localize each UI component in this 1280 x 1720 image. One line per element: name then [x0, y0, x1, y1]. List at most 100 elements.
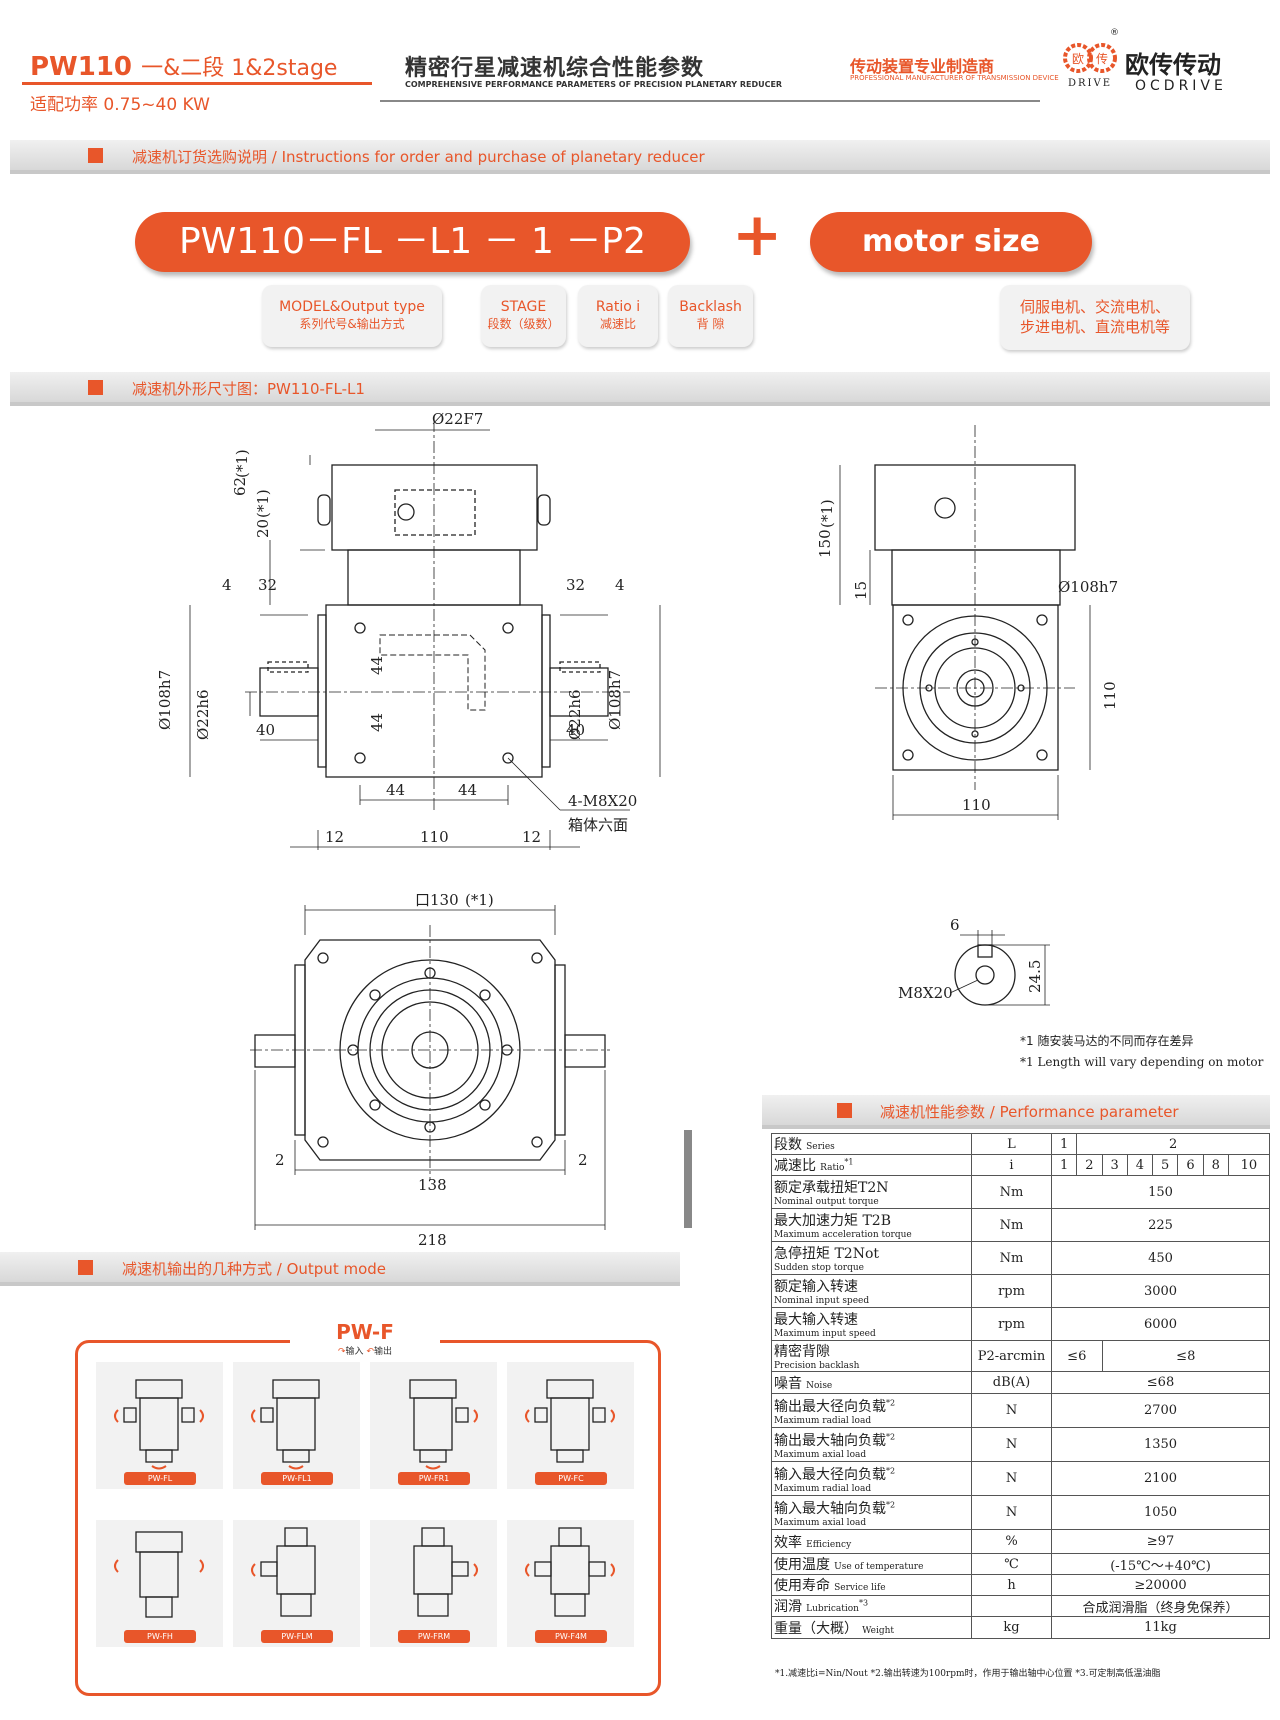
table-row: 效率 Efficiency%≥97 [771, 1529, 1270, 1554]
dim-44-bottom: 44 [368, 713, 386, 732]
mode-card-fl1: PW-FL1 [233, 1362, 360, 1489]
dim-sq130-note: (*1) [465, 891, 494, 909]
dim-15: 15 [852, 581, 870, 600]
dim-bolts: 4-M8X20 [568, 792, 637, 810]
dim-44-left: 44 [386, 781, 405, 799]
input-arrow-icon: ↷ [338, 1347, 346, 1357]
motor-types: 伺服电机、交流电机、步进电机、直流电机等 [1000, 285, 1190, 350]
header-divider [380, 100, 1040, 102]
page-title: 精密行星减速机综合性能参数 [405, 56, 705, 81]
dim-32-right: 32 [566, 576, 585, 594]
dim-12-left: 12 [325, 828, 344, 846]
mode-label: PW-F4M [535, 1630, 607, 1643]
registered-mark: ® [1110, 28, 1119, 38]
mode-label: PW-FLM [261, 1630, 333, 1643]
section-marker-icon [88, 380, 103, 395]
mode-card-fl: PW-FL [96, 1362, 223, 1489]
slogan-en: PROFESSIONAL MANUFACTURER OF TRANSMISSIO… [850, 74, 1059, 82]
plus-icon: + [732, 200, 783, 270]
top-view-drawing: 口130 (*1) 2 2 138 218 [250, 891, 610, 1249]
mode-card-fr1: PW-FR1 [370, 1362, 497, 1489]
dim-sq130: 口130 [415, 891, 459, 909]
dim-20: 20 [254, 519, 272, 538]
section-marker-icon [837, 1103, 852, 1118]
dim-218: 218 [418, 1231, 447, 1249]
section-title-dims: 减速机外形尺寸图：PW110-FL-L1 [132, 380, 365, 398]
output-mode-title: PW-F [336, 1320, 394, 1344]
mode-label: PW-FR1 [398, 1472, 470, 1485]
model-title: PW110 一&二段 1&2stage [30, 52, 338, 82]
dim-110-side-h: 110 [962, 796, 991, 814]
dim-12-right: 12 [522, 828, 541, 846]
model-subtitle: 一&二段 1&2stage [141, 56, 338, 81]
gearbox-fl1-icon [251, 1379, 320, 1470]
dim-32-left: 32 [258, 576, 277, 594]
dim-d108-left: Ø108h7 [156, 670, 174, 730]
dim-4-right: 4 [615, 576, 625, 594]
dim-110-front: 110 [420, 828, 449, 846]
mode-card-fc: PW-FC [507, 1362, 634, 1489]
table-footnote: *1.减速比i=Nin/Nout *2.输出转速为100rpm时，作用于输出轴中… [775, 1669, 1161, 1679]
mode-label: PW-FL1 [261, 1472, 333, 1485]
front-view-drawing: Ø22F7 62 (*1) 20 (*1) Ø108h7 Ø108h7 Ø22h… [156, 410, 661, 850]
section-bar-perf: 减速机性能参数 / Performance parameter [762, 1095, 1270, 1129]
output-arrow-icon: ↶ [366, 1347, 374, 1357]
dim-d22f7: Ø22F7 [432, 410, 483, 428]
gearbox-fc-icon [525, 1379, 615, 1463]
mode-card-f4m: PW-F4M [507, 1520, 634, 1647]
section-marker-icon [88, 148, 103, 163]
gearbox-frm-icon [413, 1527, 478, 1617]
mode-label: PW-FRM [398, 1630, 470, 1643]
section-title-output: 减速机输出的几种方式 / Output mode [122, 1260, 387, 1278]
dim-d22-right: Ø22h6 [566, 689, 584, 740]
dim-44-top: 44 [368, 656, 386, 675]
mode-label: PW-FC [535, 1472, 607, 1485]
dim-d108-side: Ø108h7 [1058, 578, 1118, 596]
gearbox-f4m-icon [525, 1527, 615, 1617]
note-cn: *1 随安装马达的不同而存在差异 [1020, 1034, 1194, 1048]
dim-4-left: 4 [222, 576, 232, 594]
mode-card-frm: PW-FRM [370, 1520, 497, 1647]
dim-138: 138 [418, 1176, 447, 1194]
dim-key-6: 6 [950, 916, 960, 934]
dim-key-m8: M8X20 [898, 984, 953, 1002]
side-view-drawing: 150 (*1) 15 Ø108h7 110 110 [816, 425, 1119, 820]
dim-key-245: 24.5 [1026, 960, 1044, 993]
dim-110-side-v: 110 [1101, 681, 1119, 710]
note-en: *1 Length will vary depending on motor [1020, 1055, 1264, 1069]
section-title-order: 减速机订货选购说明 / Instructions for order and p… [132, 148, 705, 166]
dim-2-left: 2 [275, 1151, 285, 1169]
brand-logo-icon: 欧 传 DRIVE [1063, 43, 1117, 89]
mode-label: PW-FH [124, 1630, 196, 1643]
brand-name-en: OCDRIVE [1135, 78, 1227, 94]
dim-20-note: (*1) [254, 489, 272, 518]
dim-62-note: (*1) [233, 449, 251, 478]
mode-card-flm: PW-FLM [233, 1520, 360, 1647]
section-marker-icon [78, 1260, 93, 1275]
key-detail-drawing: 6 24.5 M8X20 [898, 916, 1050, 1006]
dim-150-note: (*1) [818, 499, 836, 528]
dim-40-left: 40 [256, 721, 275, 739]
svg-text:传: 传 [1096, 51, 1108, 66]
dim-40-right: 40 [566, 721, 585, 739]
gearbox-fl-icon [114, 1379, 204, 1470]
motor-size: motor size [810, 212, 1092, 272]
gearbox-flm-icon [251, 1527, 316, 1617]
section-bar-output: 减速机输出的几种方式 / Output mode [0, 1252, 680, 1286]
table-row: 使用温度 Use of temperature℃(-15℃～+40℃) [771, 1553, 1270, 1575]
